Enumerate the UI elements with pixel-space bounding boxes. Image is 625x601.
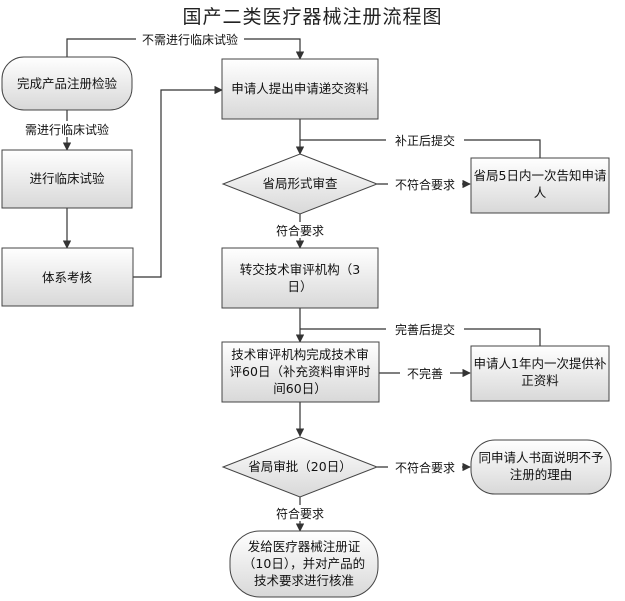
node-transfer-line-1: 转交技术审评机构（3	[240, 262, 360, 277]
node-formal-review-text: 省局形式审查	[262, 176, 338, 191]
edge-after-correct	[300, 139, 541, 158]
edge-labels: 不需进行临床试验 需进行临床试验 补正后提交 不符合要求 符合要求 完善后提交 …	[18, 31, 464, 521]
label-not-meet-1: 不符合要求	[395, 177, 455, 192]
node-supplement: 申请人1年内一次提供补 正资料	[470, 345, 610, 402]
node-reject: 同申请人书面说明不予 注册的理由	[470, 439, 612, 495]
label-no-clinical: 不需进行临床试验	[142, 32, 238, 47]
node-approval-text: 省局审批（20日）	[248, 459, 351, 474]
node-issue-line-1: 发给医疗器械注册证	[248, 539, 361, 554]
node-submit: 申请人提出申请递交资料	[221, 58, 379, 120]
node-supplement-line-2: 正资料	[521, 373, 559, 388]
node-approval: 省局审批（20日）	[221, 436, 379, 498]
diagram-title: 国产二类医疗器械注册流程图	[182, 6, 443, 28]
node-system-eval-text: 体系考核	[42, 270, 93, 285]
node-reject-line-1: 同申请人书面说明不予	[478, 450, 603, 465]
node-formal-review: 省局形式审查	[221, 153, 379, 215]
node-reject-line-2: 注册的理由	[510, 467, 573, 482]
node-issue: 发给医疗器械注册证 （10日），并对产品的 技术要求进行核准	[229, 530, 379, 598]
label-after-complete: 完善后提交	[395, 322, 455, 337]
node-tech-review-line-1: 技术审评机构完成技术审	[231, 347, 369, 362]
node-submit-text: 申请人提出申请递交资料	[231, 81, 369, 96]
node-notify-line-1: 省局5日内一次告知申请	[474, 168, 607, 183]
node-supplement-line-1: 申请人1年内一次提供补	[474, 356, 607, 371]
label-need-clinical: 需进行临床试验	[25, 122, 109, 137]
edge-system-to-submit	[133, 85, 223, 278]
label-not-meet-2: 不符合要求	[395, 460, 455, 475]
label-meet-2: 符合要求	[276, 506, 324, 521]
node-system-eval: 体系考核	[1, 247, 134, 307]
label-incomplete: 不完善	[407, 366, 443, 381]
node-tech-review-line-2: 评60日（补充资料审评时	[230, 364, 371, 379]
node-notify: 省局5日内一次告知申请 人	[470, 157, 610, 214]
node-tech-review-line-3: 间60日）	[273, 381, 326, 396]
node-transfer-line-2: 日）	[287, 279, 312, 294]
node-clinical: 进行临床试验	[1, 149, 133, 209]
node-complete-test-text: 完成产品注册检验	[17, 76, 118, 91]
label-meet-1: 符合要求	[276, 223, 324, 238]
node-clinical-text: 进行临床试验	[29, 171, 105, 186]
label-after-correct: 补正后提交	[395, 133, 455, 148]
node-issue-line-2: （10日），并对产品的	[243, 556, 365, 571]
edge-after-complete	[300, 328, 541, 346]
node-notify-line-2: 人	[534, 185, 547, 200]
node-transfer: 转交技术审评机构（3 日）	[221, 247, 379, 309]
node-complete-test: 完成产品注册检验	[1, 56, 133, 111]
node-issue-line-3: 技术要求进行核准	[254, 573, 354, 588]
node-tech-review: 技术审评机构完成技术审 评60日（补充资料审评时 间60日）	[221, 341, 380, 403]
